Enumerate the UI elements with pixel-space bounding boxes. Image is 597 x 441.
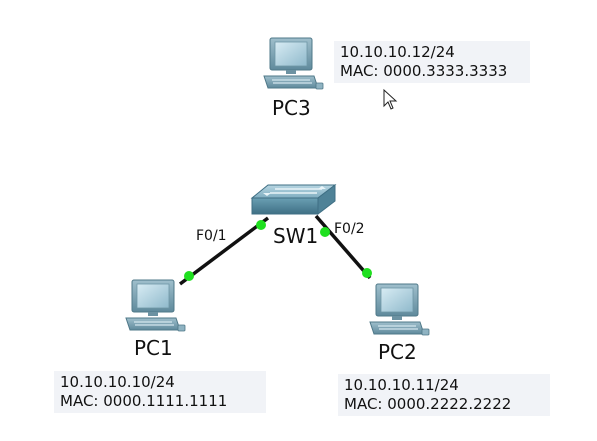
pc1-mac: MAC: 0000.1111.1111: [60, 392, 228, 410]
pc3-address-note: 10.10.10.12/24 MAC: 0000.3333.3333: [334, 41, 530, 83]
pc1-ip: 10.10.10.10/24: [60, 373, 175, 391]
pc2-label: PC2: [378, 340, 417, 364]
pc2-ip: 10.10.10.11/24: [344, 376, 459, 394]
link-status-dot: [256, 220, 266, 230]
pc2-mac: MAC: 0000.2222.2222: [344, 395, 512, 413]
port-label-f0-2: F0/2: [334, 221, 365, 237]
link-status-dot: [184, 271, 194, 281]
sw1-label: SW1: [273, 224, 319, 248]
desktop-pc-icon[interactable]: [263, 37, 324, 90]
desktop-pc-icon[interactable]: [369, 283, 430, 336]
pc3-label: PC3: [272, 96, 311, 120]
port-label-f0-1: F0/1: [196, 228, 227, 244]
mouse-pointer-icon: [383, 88, 398, 110]
link-status-dot: [320, 227, 330, 237]
link-status-dot: [362, 268, 372, 278]
pc2-address-note: 10.10.10.11/24 MAC: 0000.2222.2222: [338, 374, 550, 416]
pc1-address-note: 10.10.10.10/24 MAC: 0000.1111.1111: [54, 371, 266, 413]
pc3-mac: MAC: 0000.3333.3333: [340, 62, 508, 80]
pc3-ip: 10.10.10.12/24: [340, 43, 455, 61]
workgroup-switch-icon[interactable]: [250, 183, 337, 216]
pc1-label: PC1: [134, 336, 173, 360]
link-sw1-pc2[interactable]: [314, 214, 372, 280]
link-sw1-pc1[interactable]: [178, 216, 270, 286]
desktop-pc-icon[interactable]: [125, 279, 186, 332]
